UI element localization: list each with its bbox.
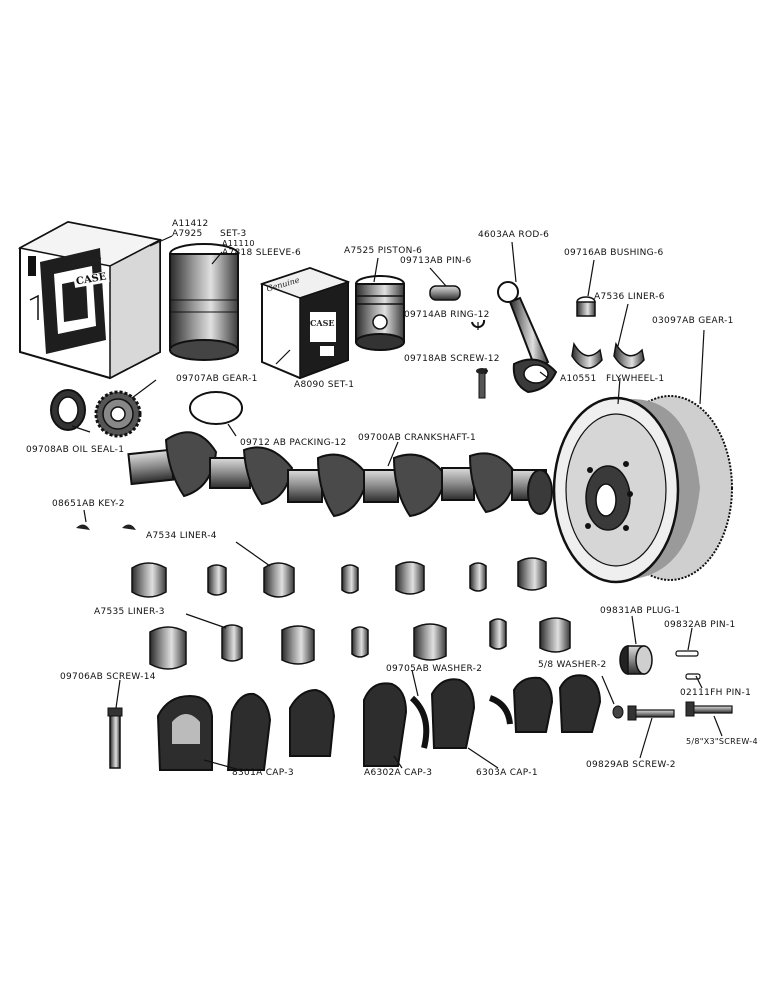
label-set3-part2: A7925 (172, 229, 203, 239)
label-set1: A8090 SET-1 (294, 380, 355, 390)
bushing (576, 296, 596, 317)
piston-pin (429, 285, 461, 301)
label-sleeve: A7818 SLEEVE-6 (222, 248, 302, 258)
label-gear1: 09707AB GEAR-1 (176, 374, 258, 384)
main-liners-lower (149, 617, 571, 670)
label-ring: 09714AB RING-12 (404, 310, 490, 320)
label-piston: A7525 PISTON-6 (344, 246, 423, 256)
gasket-set-box-large (17, 220, 163, 380)
cap-screws-right (627, 701, 733, 721)
label-set3-part1: A11412 (172, 219, 209, 229)
pin-right (675, 650, 701, 680)
main-liners-upper (131, 557, 547, 598)
flywheel (552, 395, 733, 584)
cylinder-sleeve (169, 243, 239, 361)
piston (355, 275, 405, 351)
label-washer2: 09705AB WASHER-2 (386, 664, 483, 674)
label-a10551: A10551 (560, 374, 597, 384)
label-liner3: A7535 LINER-3 (94, 607, 165, 617)
leader-lines (71, 235, 723, 771)
label-liner6: A7536 LINER-6 (594, 292, 665, 302)
crank-gear (94, 390, 142, 438)
label-plug: 09831AB PLUG-1 (600, 606, 681, 616)
label-crankshaft: 09700AB CRANKSHAFT-1 (358, 433, 477, 443)
plug (619, 645, 653, 675)
label-screw14: 09706AB SCREW-14 (60, 672, 156, 682)
label-rod: 4603AA ROD-6 (478, 230, 550, 240)
crankshaft (127, 431, 553, 518)
box-brand-case-small: CASE (310, 318, 335, 328)
label-cap1: 6303A CAP-1 (476, 768, 538, 778)
label-sleeve-part1: A11110 (222, 239, 255, 248)
label-screw2: 09829AB SCREW-2 (586, 760, 676, 770)
packing-ring (189, 391, 243, 425)
label-cap3a: 8301A CAP-3 (232, 768, 294, 778)
label-oilseal: 09708AB OIL SEAL-1 (26, 445, 125, 455)
label-screw12: 09718AB SCREW-12 (404, 354, 500, 364)
label-gear1-top: 03097AB GEAR-1 (652, 316, 734, 326)
connecting-rod (497, 281, 558, 394)
label-screw4: 5/8"X3"SCREW-4 (686, 737, 758, 746)
oil-seal (50, 389, 86, 431)
label-pin1b: 02111FH PIN-1 (680, 688, 752, 698)
label-flywheel: FLYWHEEL-1 (606, 374, 665, 384)
rod-liner-pair (571, 341, 645, 369)
label-set3-suffix: SET-3 (220, 229, 247, 239)
bearing-caps (156, 674, 602, 771)
label-pin6: 09713AB PIN-6 (400, 256, 472, 266)
label-packing: 09712 AB PACKING-12 (240, 438, 347, 448)
label-cap3b: A6302A CAP-3 (364, 768, 433, 778)
thrust-washers (409, 695, 513, 749)
gasket-set-box-small (259, 266, 351, 380)
small-washer (612, 705, 624, 719)
label-liner4: A7534 LINER-4 (146, 531, 217, 541)
label-pin1a: 09832AB PIN-1 (664, 620, 736, 630)
piston-ring (471, 319, 486, 329)
key (76, 524, 136, 530)
label-washer-small: 5/8 WASHER-2 (538, 660, 607, 670)
rod-screw (476, 368, 488, 399)
label-key: 08651AB KEY-2 (52, 499, 125, 509)
long-screw (107, 707, 123, 769)
label-bushing: 09716AB BUSHING-6 (564, 248, 664, 258)
